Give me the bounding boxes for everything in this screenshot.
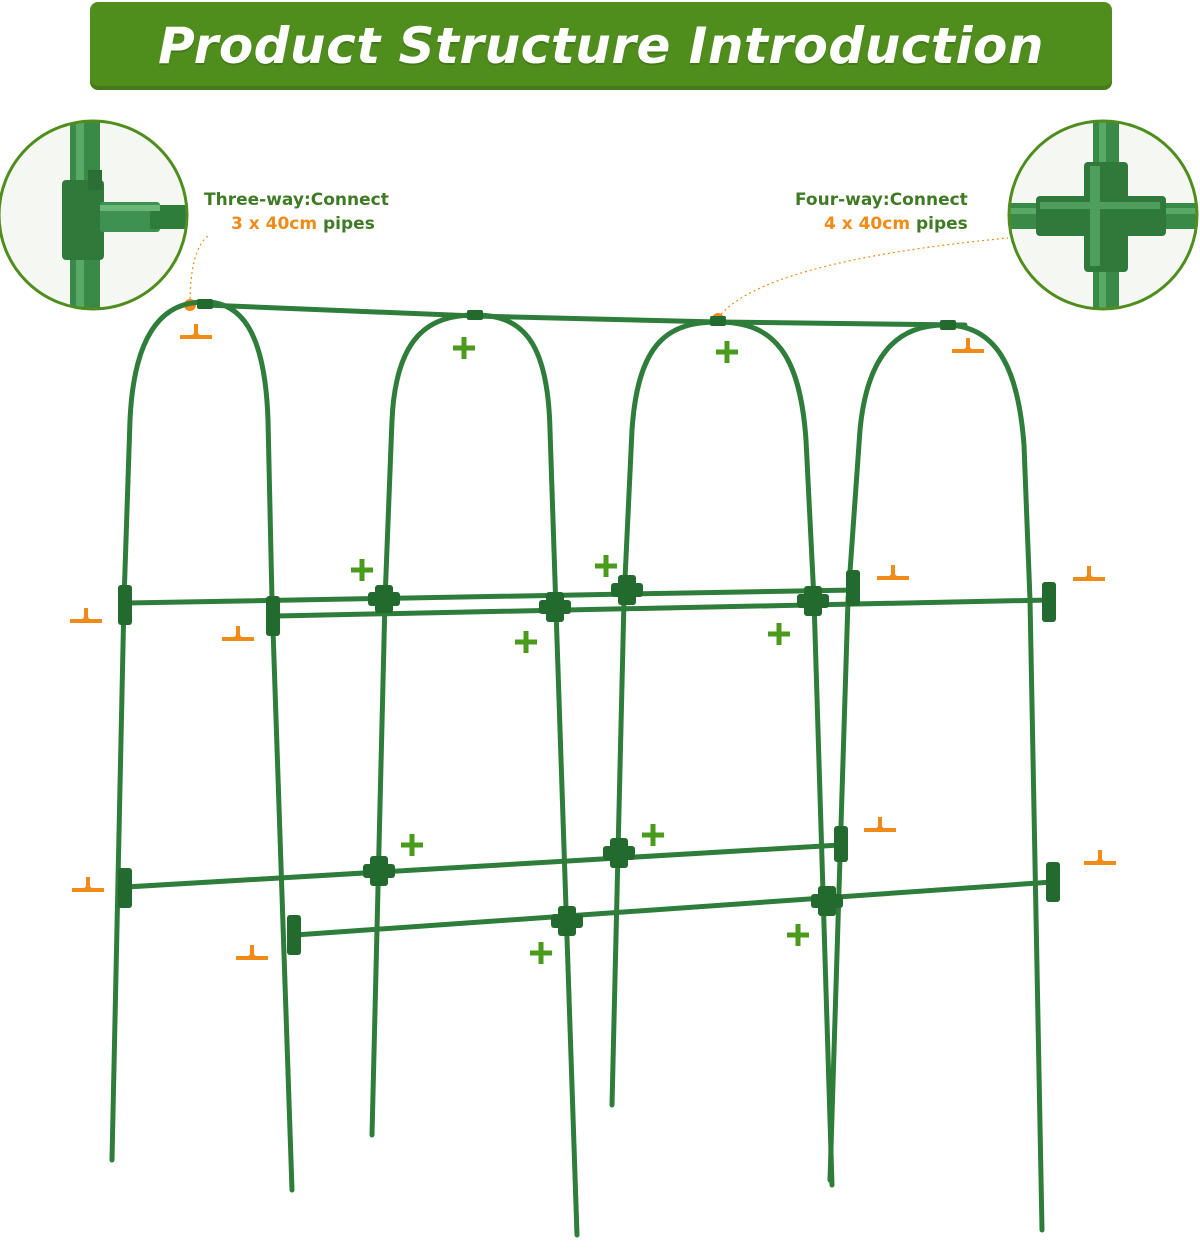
green-cross-marker-icon (515, 631, 537, 653)
page-title: Product Structure Introduction (158, 17, 1044, 75)
green-cross-marker-icon (787, 924, 809, 946)
arch-2 (369, 312, 580, 1238)
three-way-callout-line2: 3 x 40cm pipes (204, 212, 389, 236)
green-cross-marker-icon (530, 942, 552, 964)
orange-t-marker-icon (952, 338, 984, 353)
orange-t-marker-icon (864, 817, 896, 832)
title-banner: Product Structure Introduction (90, 2, 1112, 90)
four-way-unit: pipes (915, 214, 968, 234)
green-cross-marker-icon (351, 559, 373, 581)
orange-t-marker-icon (1073, 566, 1105, 581)
four-way-verb: Connect (889, 190, 968, 210)
orange-t-marker-icon (222, 626, 254, 641)
green-cross-marker-icon (595, 555, 617, 577)
three-way-unit: pipes (323, 214, 375, 234)
arch-4 (827, 322, 1045, 1233)
three-way-spec: 3 x 40cm (231, 214, 318, 234)
three-way-separator: : (303, 190, 311, 210)
green-cross-marker-icon (768, 623, 790, 645)
four-way-separator: : (882, 190, 890, 210)
upper-front-rail (273, 597, 1053, 619)
orange-t-marker-icon (70, 608, 102, 623)
orange-t-marker-icon (1084, 850, 1116, 865)
orange-t-marker-icon (877, 565, 909, 580)
three-way-connector-icon (0, 119, 189, 311)
orange-t-marker-icon (72, 877, 104, 892)
arch-1 (109, 299, 295, 1193)
lower-front-rail (292, 879, 1055, 938)
orange-t-marker-icon (180, 324, 212, 339)
trellis-connectors (118, 299, 1060, 955)
green-cross-marker-icon (401, 834, 423, 856)
orange-t-marker-icon (236, 945, 268, 960)
arch-3 (609, 319, 835, 1188)
four-way-callout-line2: 4 x 40cm pipes (795, 212, 968, 236)
top-rail (202, 302, 968, 328)
three-way-markers (70, 324, 1116, 960)
four-way-connector-icon (1007, 119, 1199, 311)
lower-back-rail (123, 842, 843, 890)
upper-back-rail (123, 587, 858, 606)
four-way-spec: 4 x 40cm (823, 214, 911, 234)
four-way-callout-line1: Four-way:Connect (795, 188, 968, 212)
three-way-callout: Three-way:Connect 3 x 40cm pipes (204, 188, 389, 236)
three-way-name: Three-way (204, 190, 304, 210)
three-way-callout-line1: Three-way:Connect (204, 188, 389, 212)
three-way-leader-line (189, 235, 209, 305)
four-way-name: Four-way (795, 190, 883, 210)
green-cross-marker-icon (453, 337, 475, 359)
trellis-frame (109, 299, 1055, 1238)
four-way-leader-line (717, 237, 1009, 319)
green-cross-marker-icon (642, 824, 664, 846)
four-way-callout: Four-way:Connect 4 x 40cm pipes (795, 188, 968, 236)
three-way-verb: Connect (310, 190, 389, 210)
green-cross-marker-icon (716, 341, 738, 363)
